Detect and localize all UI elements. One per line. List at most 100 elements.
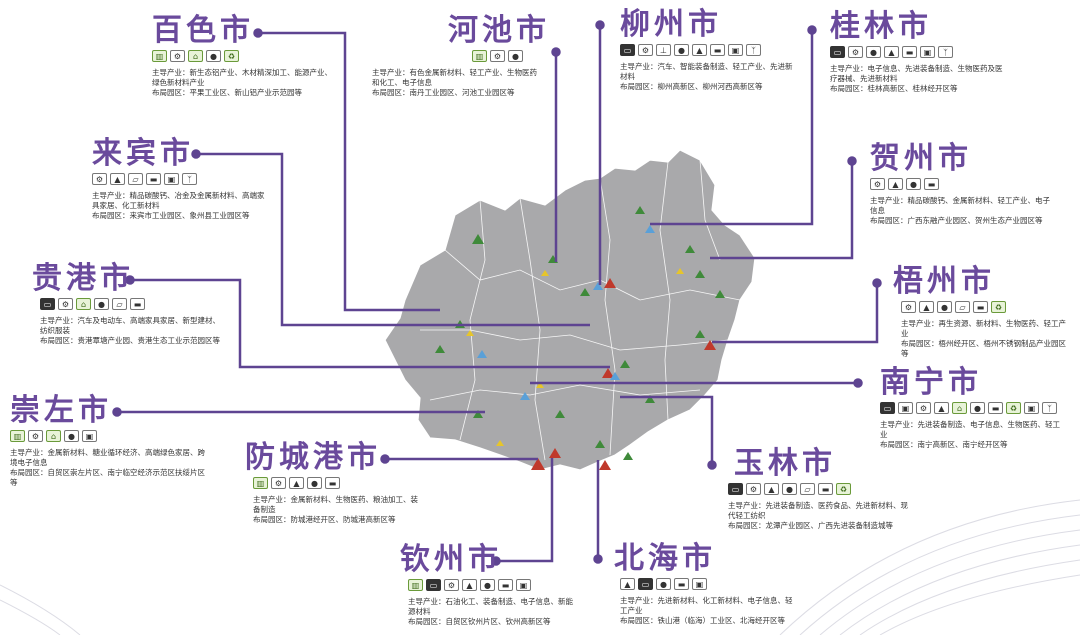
guangxi-region-shape [384,149,756,471]
truck-icon: ▬ [498,579,513,591]
city-panel-qinzhou: 钦州市 ▥▭⚙▲●▬▣ 主导产业：石油化工、装备制造、电子信息、新能源材料 布局… [400,543,575,627]
flask-icon: ▲ [692,44,707,56]
park-text: 贵港覃塘产业园、贵港生态工业示范园区等 [77,336,221,345]
factory-icon: ▥ [472,50,487,62]
city-info: 主导产业：先进装备制造、电子信息、生物医药、轻工业 布局园区：南宁高新区、南宁经… [880,420,1065,450]
industry-label: 主导产业： [870,196,908,205]
city-info: 主导产业：有色金属新材料、轻工产业、生物医药和化工、电子信息 布局园区：南丹工业… [372,68,542,98]
monitor-icon: ▣ [898,402,913,414]
tower-icon: ᛉ [746,44,761,56]
factory-icon: ▥ [408,579,423,591]
park-text: 来宾市工业园区、象州县工业园区等 [129,211,250,220]
greenhouse-icon: ⌂ [952,402,967,414]
bulb-icon: ● [674,44,689,56]
marker-green [623,452,633,460]
park-label: 布局园区： [10,468,48,477]
monitor-icon: ▣ [920,46,935,58]
industry-text: 汽车及电动车、高端家具家居、新型建材、纺织服装 [40,316,220,335]
industry-text: 精品碳酸钙、金属新材料、轻工产业、电子信息 [870,196,1050,215]
bulb-icon: ● [307,477,322,489]
city-info: 主导产业：石油化工、装备制造、电子信息、新能源材料 布局园区：自贸区钦州片区、钦… [408,597,575,627]
industry-label: 主导产业： [408,597,446,606]
city-info: 主导产业：汽车、智能装备制造、轻工产业、先进新材料 布局园区：柳州高新区、柳州河… [620,62,795,92]
marker-red [531,458,545,470]
industry-icons: ▭▣⚙▲⌂●▬♻▣ᛉ [880,402,1065,416]
truck-icon: ▬ [710,44,725,56]
city-name: 百色市 [152,13,254,48]
county-borders [420,159,741,461]
truck-icon: ▬ [973,301,988,313]
bulb-icon: ● [782,483,797,495]
car-icon: ▭ [426,579,441,591]
robot-arm-icon: ⚙ [444,579,459,591]
city-info: 主导产业：金属新材料、糖业循环经济、高端绿色家居、跨境电子信息 布局园区：自贸区… [10,448,210,488]
bulb-icon: ● [64,430,79,442]
bulb-icon: ● [508,50,523,62]
city-name: 贵港市 [32,261,134,296]
marker-yellow [676,268,684,274]
monitor-icon: ▣ [1024,402,1039,414]
city-panel-chongzuo: 崇左市 ▥⚙⌂●▣ 主导产业：金属新材料、糖业循环经济、高端绿色家居、跨境电子信… [10,394,210,488]
park-label: 布局园区： [880,440,918,449]
robot-arm-icon: ⚙ [848,46,863,58]
tower-icon: ᛉ [1042,402,1057,414]
industry-text: 有色金属新材料、轻工产业、生物医药和化工、电子信息 [372,68,537,87]
city-info: 主导产业：汽车及电动车、高端家具家居、新型建材、纺织服装 布局园区：贵港覃塘产业… [40,316,222,346]
marker-red [599,460,611,470]
park-text: 南丹工业园区、河池工业园区等 [409,88,515,97]
industry-icons: ▥⚙● [472,50,542,64]
flask-icon: ▲ [919,301,934,313]
flask-icon: ▲ [110,173,125,185]
truck-icon: ▬ [924,178,939,190]
marker-green [715,290,725,298]
park-label: 布局园区： [870,216,908,225]
city-info: 主导产业：先进装备制造、医药食品、先进新材料、现代轻工纺织 布局园区：龙潭产业园… [728,501,908,531]
flask-icon: ▲ [934,402,949,414]
city-name: 南宁市 [880,365,982,400]
city-info: 主导产业：先进新材料、化工新材料、电子信息、轻工产业 布局园区：铁山港（临海）工… [620,596,794,626]
park-label: 布局园区： [728,521,766,530]
truck-icon: ▬ [818,483,833,495]
park-label: 布局园区： [152,88,190,97]
tower-icon: ᛉ [938,46,953,58]
marker-green [472,234,484,244]
truck-icon: ▬ [146,173,161,185]
park-label: 布局园区： [253,515,291,524]
industry-icons: ▥⚙▲●▬ [253,477,420,491]
car-icon: ▭ [40,298,55,310]
industry-icons: ▭⚙●▲▬▣ᛉ [830,46,1005,60]
robot-arm-icon: ⚙ [170,50,185,62]
industry-icons: ⚙▲▱▬▣ᛉ [92,173,270,187]
car-icon: ▭ [880,402,895,414]
robot-arm-icon: ⚙ [490,50,505,62]
tower-icon: ᛉ [182,173,197,185]
city-name: 桂林市 [830,9,932,44]
park-text: 柳州高新区、柳州河西高新区等 [657,82,763,91]
marker-yellow [541,270,549,276]
industry-label: 主导产业： [901,319,939,328]
marker-green [435,345,445,353]
industry-label: 主导产业： [620,62,658,71]
flask-icon: ▲ [462,579,477,591]
truck-icon: ▬ [130,298,145,310]
background-wave-lines [0,499,1080,635]
park-text: 防城港经开区、防城港高新区等 [290,515,396,524]
sofa-icon: ▱ [955,301,970,313]
park-text: 梧州经开区、梧州不锈钢制品产业园区等 [901,339,1066,358]
monitor-icon: ▣ [82,430,97,442]
marker-green [695,330,705,338]
factory-icon: ▥ [253,477,268,489]
marker-blue [520,392,530,400]
recycle-icon: ♻ [991,301,1006,313]
city-name: 柳州市 [620,7,722,42]
marker-green [580,288,590,296]
recycle-icon: ♻ [224,50,239,62]
connector-lines [112,20,882,566]
city-name: 梧州市 [893,264,995,299]
industry-icons: ▭⚙⌂●▱▬ [40,298,222,312]
marker-green [635,206,645,214]
robot-arm-icon: ⚙ [916,402,931,414]
marker-red [704,340,716,350]
city-name: 贺州市 [870,141,972,176]
